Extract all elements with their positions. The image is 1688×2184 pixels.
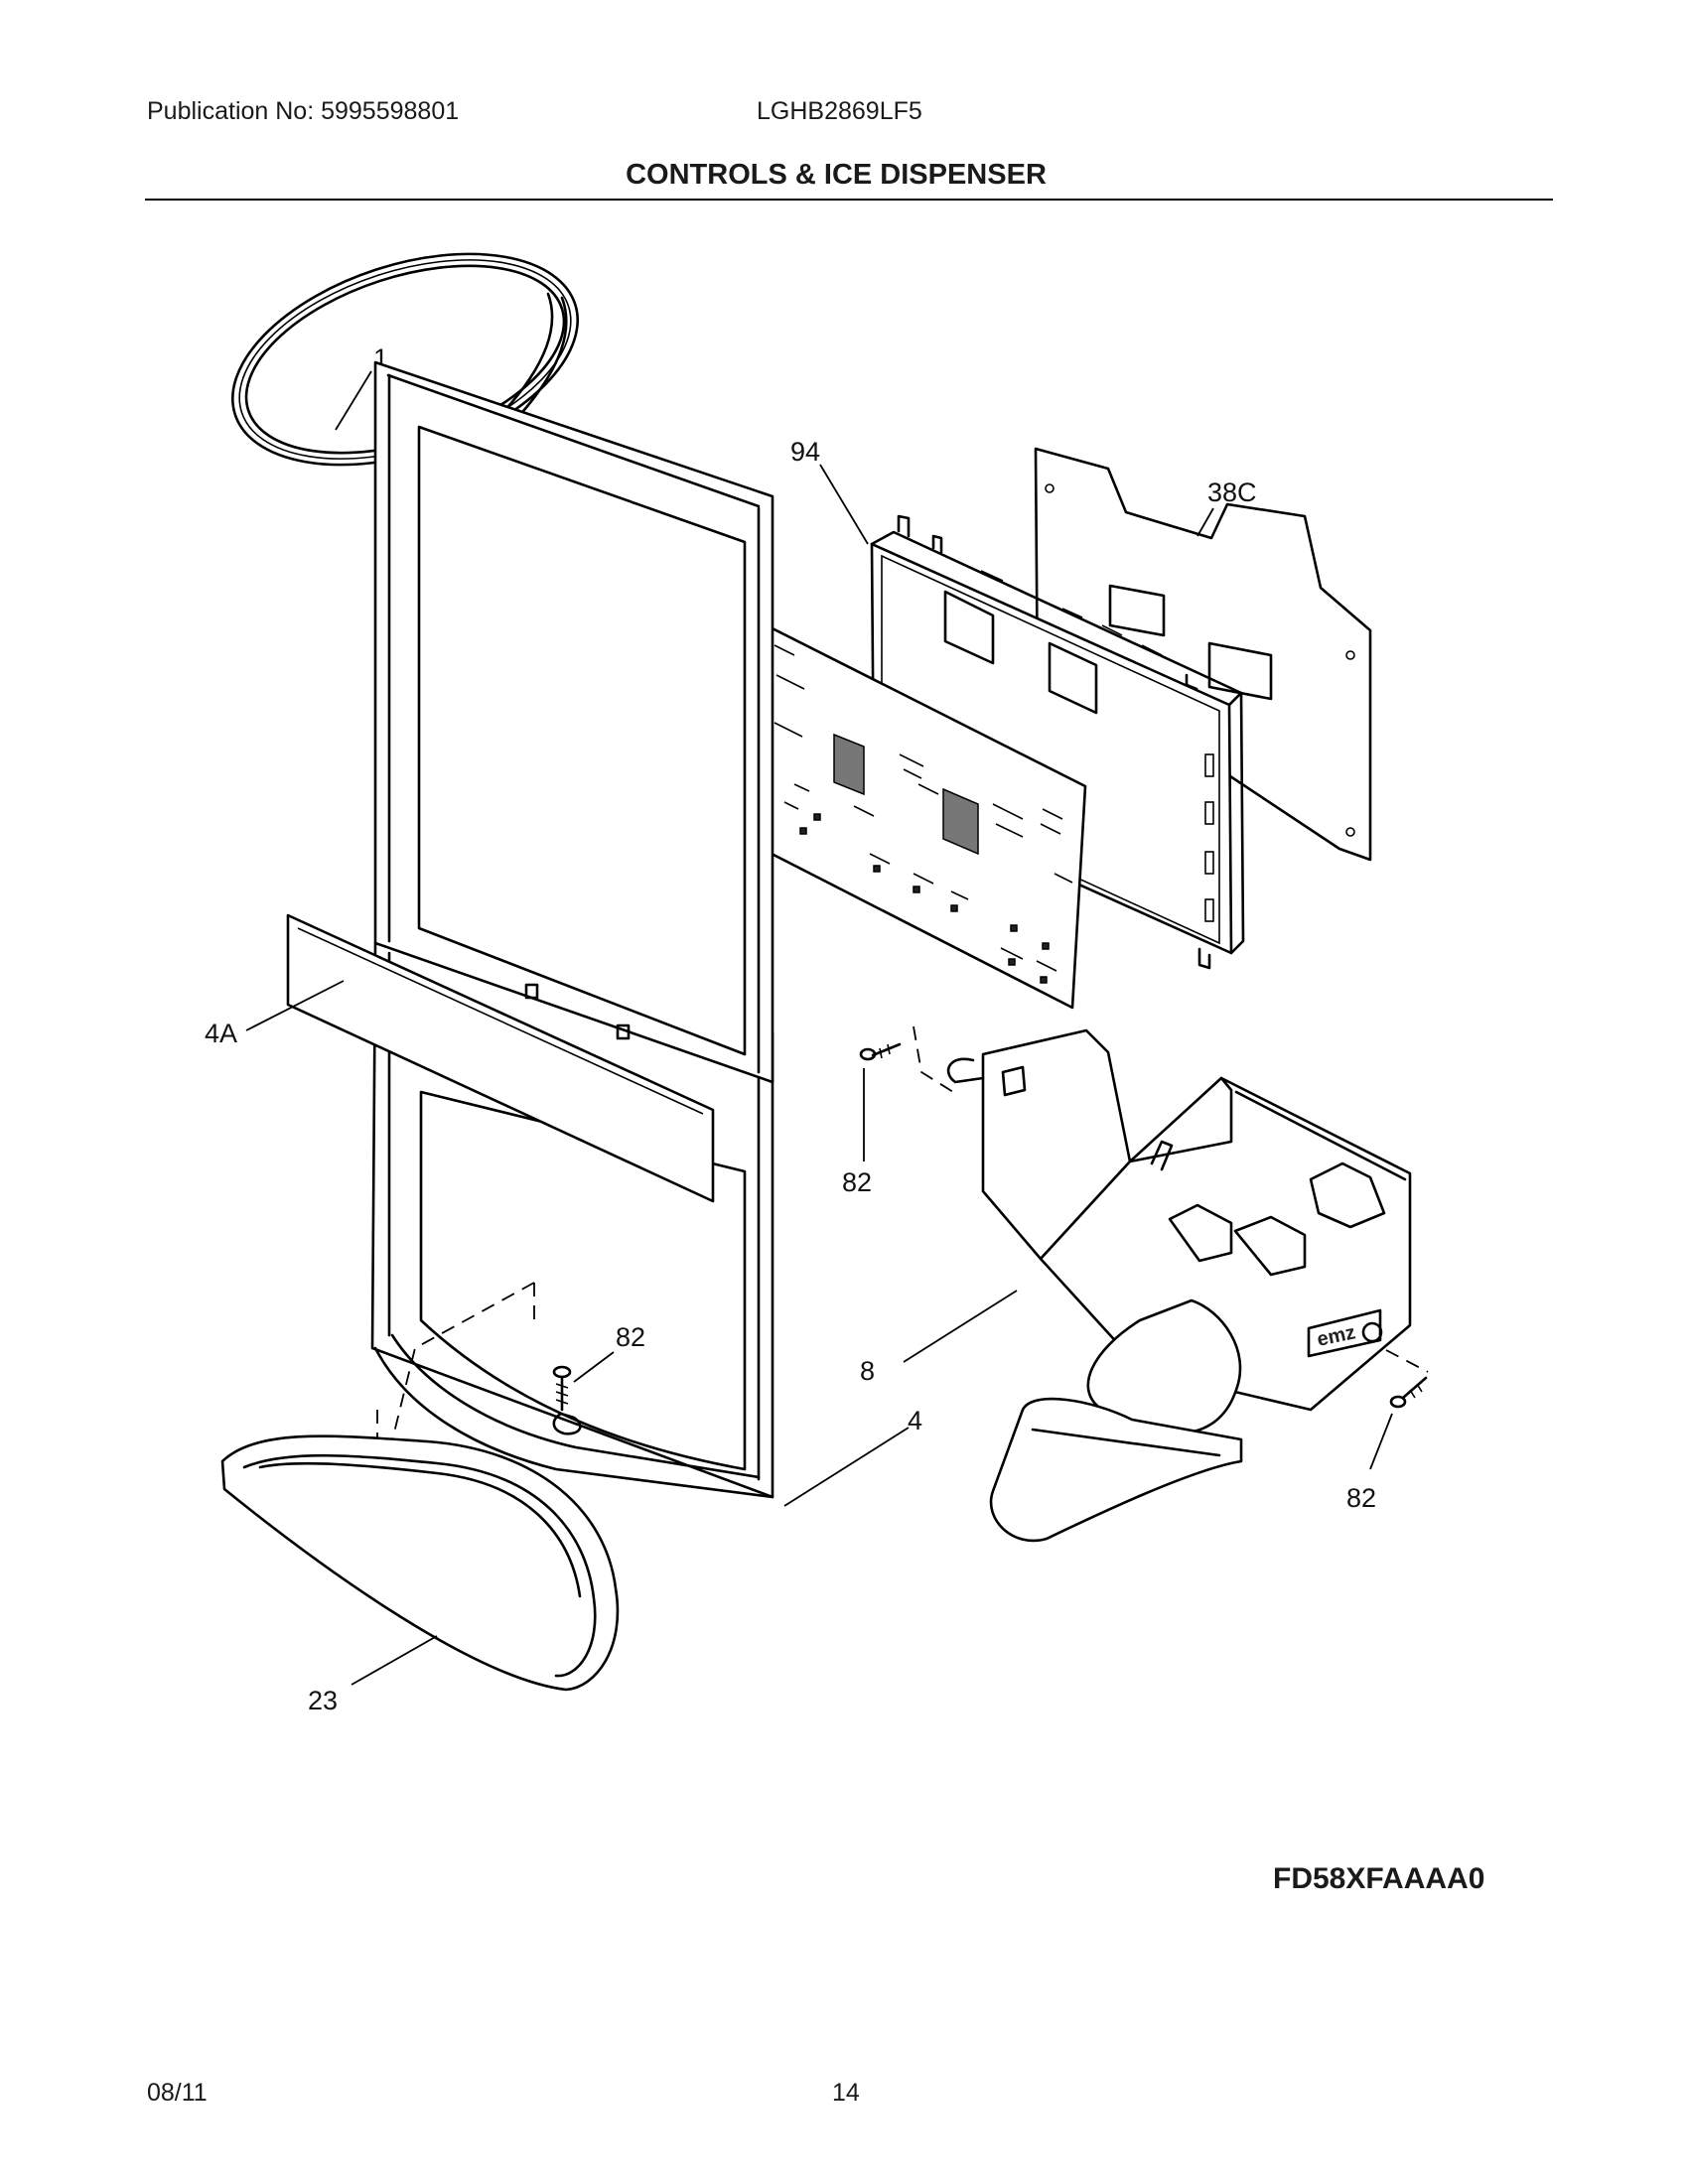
part-ice-dispenser: emz — [946, 1028, 1412, 1543]
callout-screw-center: 82 — [573, 1322, 645, 1383]
callout-screw-upper: 82 — [842, 1068, 872, 1197]
callout-label-dispenser: 8 — [860, 1356, 875, 1386]
callout-screw-right: 82 — [1346, 1413, 1393, 1513]
part-control-overlay — [731, 614, 1087, 1010]
callout-label-screw-center: 82 — [616, 1322, 645, 1352]
callout-dispenser: 8 — [860, 1290, 1018, 1386]
callout-tray: 23 — [308, 1635, 438, 1715]
header-rule — [145, 199, 1553, 201]
callout-label-insulation: 38C — [1207, 478, 1257, 507]
callout-insulation: 38C — [1196, 478, 1257, 537]
callout-trim: 4A — [205, 980, 345, 1048]
publication-number: Publication No: 5995598801 — [147, 97, 460, 125]
publication-date: 08/11 — [147, 2079, 208, 2107]
figure-code: FD58XFAAAA0 — [1273, 1862, 1485, 1895]
callout-label-screw-right: 82 — [1346, 1483, 1376, 1513]
part-screw-center — [552, 1365, 572, 1412]
part-screw-right — [1385, 1349, 1429, 1409]
callout-label-tray: 23 — [308, 1686, 338, 1715]
callout-control-board: 94 — [790, 437, 869, 545]
part-trim-strip — [286, 913, 715, 1203]
callout-label-control-board: 94 — [790, 437, 820, 467]
part-drip-tray — [220, 1434, 620, 1692]
part-screw-upper — [859, 1025, 954, 1093]
callout-label-trim: 4A — [205, 1019, 237, 1048]
page-title: CONTROLS & ICE DISPENSER — [626, 159, 1047, 191]
model-number: LGHB2869LF5 — [757, 97, 922, 125]
callout-housing: 4 — [783, 1406, 922, 1507]
callout-label-housing: 4 — [908, 1406, 922, 1435]
callout-label-screw-upper: 82 — [842, 1167, 872, 1197]
page-number: 14 — [832, 2079, 860, 2107]
part-upper-bezel — [373, 360, 774, 1084]
